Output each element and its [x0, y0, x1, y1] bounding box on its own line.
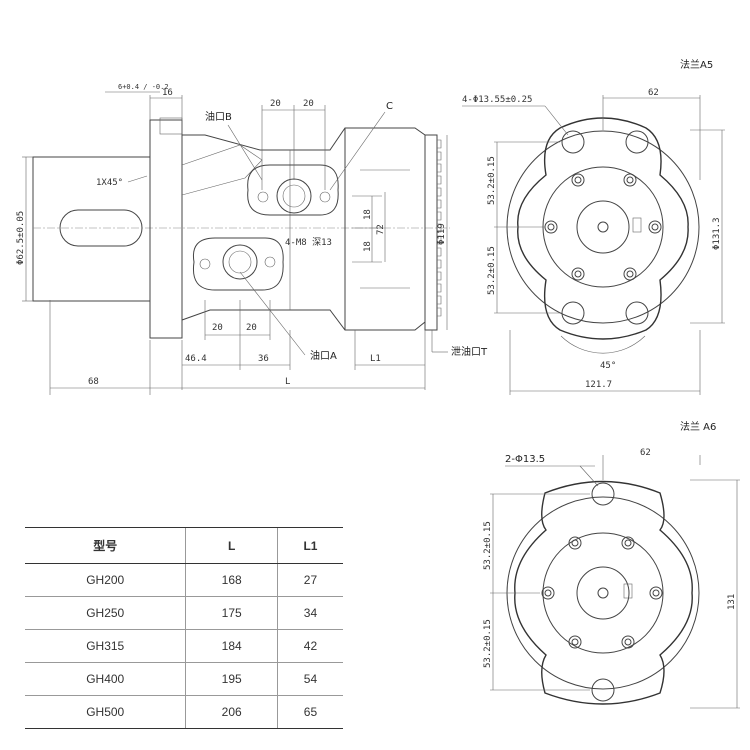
a6-bolt-circle: [542, 532, 664, 654]
thread-dim: 4-M8 深13: [285, 237, 332, 248]
port-spacing-2: 20: [303, 99, 314, 109]
a6-mount-hole-bottom: [591, 678, 615, 702]
header-model: 型号: [25, 527, 186, 564]
a6-lower-vert-dim: 53.2±0.15: [483, 619, 493, 668]
cell-l1: 27: [276, 563, 343, 597]
a5-holes-dim: 4-Φ13.55±0.25: [462, 95, 532, 105]
spacing-b-dim: 18: [363, 241, 373, 252]
port-b-manifold: [247, 164, 339, 216]
top-tolerance: 6+0.4 / -0.2: [118, 83, 169, 91]
a5-mount-hole-2: [625, 130, 649, 154]
cell-model: GH500: [25, 695, 186, 729]
l-dim: L: [285, 377, 290, 387]
cell-l: 195: [185, 662, 278, 696]
a5-mount-hole-1: [561, 130, 585, 154]
bottom-20a-dim: 20: [212, 323, 223, 333]
header-l: L: [185, 527, 278, 564]
flange-pilot: [159, 117, 183, 135]
flange-width-dim: 16: [162, 88, 173, 98]
cell-l1: 54: [276, 662, 343, 696]
flange-a5-title: 法兰A5: [680, 58, 713, 71]
side-dimension-lines: [22, 91, 448, 395]
port-b-hole: [276, 178, 312, 214]
side-view: 6+0.4 / -0.2 16 20 20 油口B C 1X45° Φ62.5±…: [16, 83, 488, 395]
port-b-label: 油口B: [205, 110, 232, 123]
model-spec-table: 型号 L L1 GH200 168 27 GH250 175 34 GH315 …: [25, 527, 343, 729]
dim-36: 36: [258, 354, 269, 364]
spacing-a-dim: 18: [363, 209, 373, 220]
cell-l: 184: [185, 629, 278, 663]
cell-l1: 42: [276, 629, 343, 663]
l1-dim: L1: [370, 354, 381, 364]
shaft-diameter-dim: Φ62.5±0.05: [16, 211, 26, 265]
table-header-row: 型号 L L1: [25, 527, 343, 564]
a6-upper-vert-dim: 53.2±0.15: [483, 521, 493, 570]
cell-model: GH315: [25, 629, 186, 663]
cell-model: GH400: [25, 662, 186, 696]
a5-mount-hole-4: [625, 301, 649, 325]
port-a-hole: [222, 244, 258, 280]
height-72-dim: 72: [376, 224, 386, 235]
a6-flange-body: [514, 480, 693, 705]
a5-bolt-circle: [542, 166, 664, 288]
motor-housing: [181, 127, 426, 331]
a6-center-bore: [576, 566, 630, 620]
dim-46-4: 46.4: [185, 354, 207, 364]
mounting-flange: [149, 119, 183, 339]
chamfer-dim: 1X45°: [96, 178, 123, 188]
a5-flange-body: [517, 117, 689, 340]
end-cap-teeth: [424, 134, 442, 331]
a5-lower-vert-dim: 53.2±0.15: [487, 246, 497, 295]
output-shaft: [32, 156, 151, 302]
a6-bolts: [541, 536, 663, 649]
dia-119-dim: Φ119: [437, 223, 447, 245]
cell-model: GH250: [25, 596, 186, 630]
a5-mount-hole-3: [561, 301, 585, 325]
port-c-label: C: [386, 101, 393, 112]
port-spacing-1: 20: [270, 99, 281, 109]
table-row: GH250 175 34: [25, 596, 343, 630]
drain-t-label: 泄油口T: [451, 345, 488, 358]
a5-diameter-dim: Φ131.3: [712, 217, 722, 250]
a5-center-bore: [576, 200, 630, 254]
a5-upper-vert-dim: 53.2±0.15: [487, 156, 497, 205]
a6-top-dim: 62: [640, 448, 651, 458]
flange-a6-view: 法兰 A6 2-Φ13.5 62 53.2±0.15 53.2±0: [483, 420, 740, 709]
cell-l: 206: [185, 695, 278, 729]
dim-68: 68: [88, 377, 99, 387]
port-a-manifold: [192, 237, 284, 291]
flange-a6-title: 法兰 A6: [680, 420, 716, 433]
a6-mount-hole-top: [591, 482, 615, 506]
cell-l: 175: [185, 596, 278, 630]
a6-dimension-lines: [490, 455, 740, 709]
a6-holes-dim: 2-Φ13.5: [505, 454, 545, 465]
table-row: GH315 184 42: [25, 629, 343, 663]
a5-width-dim: 121.7: [585, 380, 612, 390]
header-l1: L1: [276, 527, 343, 564]
cell-l1: 65: [276, 695, 343, 729]
table-row: GH200 168 27: [25, 563, 343, 597]
port-a-label: 油口A: [310, 349, 337, 362]
cell-l: 168: [185, 563, 278, 597]
a6-height-dim: 131: [727, 594, 737, 610]
a5-dimension-lines: [462, 95, 725, 395]
a5-top-dim: 62: [648, 88, 659, 98]
flange-a5-view: 法兰A5 4-Φ1: [462, 58, 725, 395]
a5-bolts: [544, 173, 662, 281]
table-row: GH500 206 65: [25, 695, 343, 729]
cell-model: GH200: [25, 563, 186, 597]
cell-l1: 34: [276, 596, 343, 630]
table-row: GH400 195 54: [25, 662, 343, 696]
a5-angle-dim: 45°: [600, 361, 616, 371]
bottom-20b-dim: 20: [246, 323, 257, 333]
